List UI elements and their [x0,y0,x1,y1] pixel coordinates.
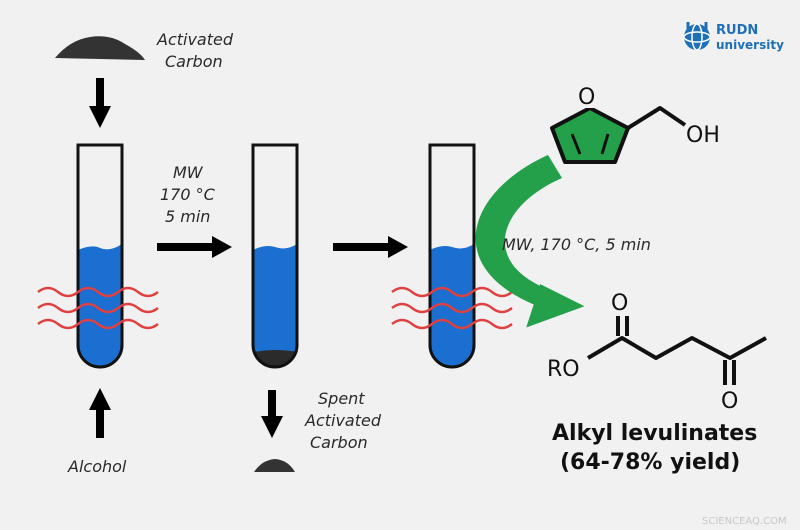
carbon-pile-icon [254,459,295,472]
heat-waves-icon [37,286,159,330]
activated-carbon-label-2: Carbon [165,52,223,71]
carbon-pile-icon [55,36,145,60]
up-arrow-icon [89,388,111,438]
mw-time-label: 5 min [165,207,210,226]
carbonyl-oxygen-bottom: O [721,389,738,414]
product-yield: (64-78% yield) [560,450,740,475]
reaction-conditions-label: MW, 170 °C, 5 min [502,235,651,254]
spent-carbon-label-2: Activated [304,411,382,430]
alkyl-levulinate-molecule [586,316,767,385]
product-name: Alkyl levulinates [552,421,757,446]
heat-waves-icon [391,286,513,330]
mw-label: MW [173,163,204,182]
test-tube-1 [76,143,124,369]
rudn-logo: RUDN university [683,22,784,52]
right-arrow-icon [333,236,408,258]
watermark: SCIENCEAQ.COM [702,516,787,527]
furfuryl-alcohol-molecule: O OH [550,84,720,164]
test-tube-2 [251,143,299,369]
right-arrow-icon [157,236,232,258]
globe-icon [683,22,711,51]
spent-carbon-label-1: Spent [318,389,365,408]
ring-oxygen-label: O [578,85,595,110]
down-arrow-icon [89,78,111,128]
logo-line1: RUDN [716,23,758,38]
logo-line2: university [716,38,784,52]
ro-group-label: RO [547,357,580,382]
mw-temp-label: 170 °C [160,185,216,204]
test-tube-3 [428,143,476,369]
hydroxyl-label: OH [686,123,720,148]
alcohol-label: Alcohol [67,457,127,476]
curved-green-arrow-icon [475,155,585,328]
spent-carbon-label-3: Carbon [310,433,368,452]
down-arrow-icon [261,390,283,438]
activated-carbon-label-1: Activated [156,30,234,49]
carbonyl-oxygen-top: O [611,291,628,316]
